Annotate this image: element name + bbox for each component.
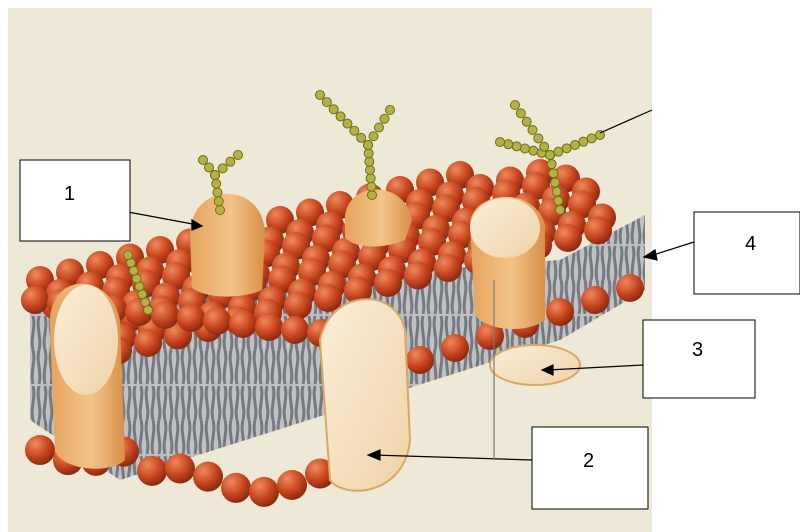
sugar-bead — [369, 132, 378, 141]
glycoprotein-label-1 — [190, 194, 265, 297]
phospholipid-head — [554, 224, 582, 252]
sugar-bead — [496, 138, 505, 147]
sugar-bead — [551, 178, 560, 187]
sugar-bead — [528, 126, 537, 135]
phospholipid-head — [281, 316, 309, 344]
sugar-bead — [343, 119, 352, 128]
phospholipid-head — [229, 310, 257, 338]
phospholipid-head — [193, 462, 223, 492]
phospholipid-head — [314, 284, 342, 312]
phospholipid-head — [255, 313, 283, 341]
phospholipid-head — [434, 254, 462, 282]
phospholipid-head — [406, 346, 434, 374]
sugar-bead — [504, 140, 513, 149]
phospholipid-head — [25, 435, 55, 465]
phospholipid-head — [404, 262, 432, 290]
sugar-bead — [364, 141, 373, 150]
protein-back-right-top — [470, 198, 540, 258]
phospholipid-head — [581, 286, 609, 314]
sugar-bead — [552, 187, 561, 196]
phospholipid-head — [584, 217, 612, 245]
sugar-bead — [214, 197, 223, 206]
phospholipid-head — [546, 298, 574, 326]
sugar-bead — [365, 157, 374, 166]
sugar-bead — [336, 112, 345, 121]
sugar-bead — [366, 166, 375, 175]
sugar-bead — [549, 169, 558, 178]
phospholipid-head — [177, 304, 205, 332]
sugar-bead — [226, 157, 235, 166]
sugar-bead — [579, 137, 588, 146]
sugar-bead — [322, 98, 331, 107]
sugar-bead — [367, 182, 376, 191]
phospholipid-head — [616, 274, 644, 302]
sugar-bead — [571, 141, 580, 150]
sugar-bead — [554, 196, 563, 205]
sugar-bead — [218, 164, 227, 173]
phospholipid-head — [277, 470, 307, 500]
sugar-bead — [216, 206, 225, 215]
sugar-bead — [329, 105, 338, 114]
sugar-bead — [205, 163, 214, 172]
phospholipid-head — [249, 477, 279, 507]
peripheral-protein-label-3 — [490, 345, 580, 385]
sugar-bead — [554, 147, 563, 156]
phospholipid-head — [134, 329, 162, 357]
protein-label-2 — [320, 299, 410, 491]
sugar-bead — [546, 151, 555, 160]
sugar-bead — [386, 106, 395, 115]
leader-line-4 — [650, 242, 694, 256]
sugar-bead — [511, 101, 520, 110]
phospholipid-head — [21, 286, 49, 314]
sugar-bead — [212, 179, 221, 188]
sugar-bead — [529, 146, 538, 155]
phospholipid-head — [137, 456, 167, 486]
sugar-bead — [368, 191, 377, 200]
label-2-text: 2 — [583, 450, 594, 472]
sugar-bead — [522, 117, 531, 126]
sugar-bead — [357, 133, 366, 142]
phospholipid-head — [151, 301, 179, 329]
phospholipid-head — [441, 334, 469, 362]
sugar-bead — [316, 91, 325, 100]
sugar-bead — [540, 142, 549, 151]
sugar-bead — [366, 174, 375, 183]
sugar-bead — [516, 109, 525, 118]
phospholipid-head — [203, 307, 231, 335]
protein-left-channel-top — [54, 285, 118, 395]
label-3-text: 3 — [692, 339, 703, 361]
sugar-bead — [350, 126, 359, 135]
sugar-bead — [534, 134, 543, 143]
sugar-bead — [587, 134, 596, 143]
sugar-bead — [199, 156, 208, 165]
sugar-bead — [562, 144, 571, 153]
sugar-bead — [124, 251, 133, 260]
sugar-bead — [211, 171, 220, 180]
label-1-text: 1 — [64, 183, 75, 205]
sugar-bead — [375, 123, 384, 132]
phospholipid-head — [165, 453, 195, 483]
sugar-bead — [512, 142, 521, 151]
phospholipid-head — [284, 292, 312, 320]
sugar-bead — [234, 151, 243, 160]
sugar-bead — [547, 160, 556, 169]
sugar-bead — [521, 144, 530, 153]
sugar-bead — [213, 188, 222, 197]
sugar-bead — [364, 149, 373, 158]
phospholipid-head — [374, 269, 402, 297]
phospholipid-head — [221, 473, 251, 503]
label-4-text: 4 — [745, 233, 756, 255]
sugar-bead — [380, 114, 389, 123]
sugar-bead — [556, 206, 565, 215]
